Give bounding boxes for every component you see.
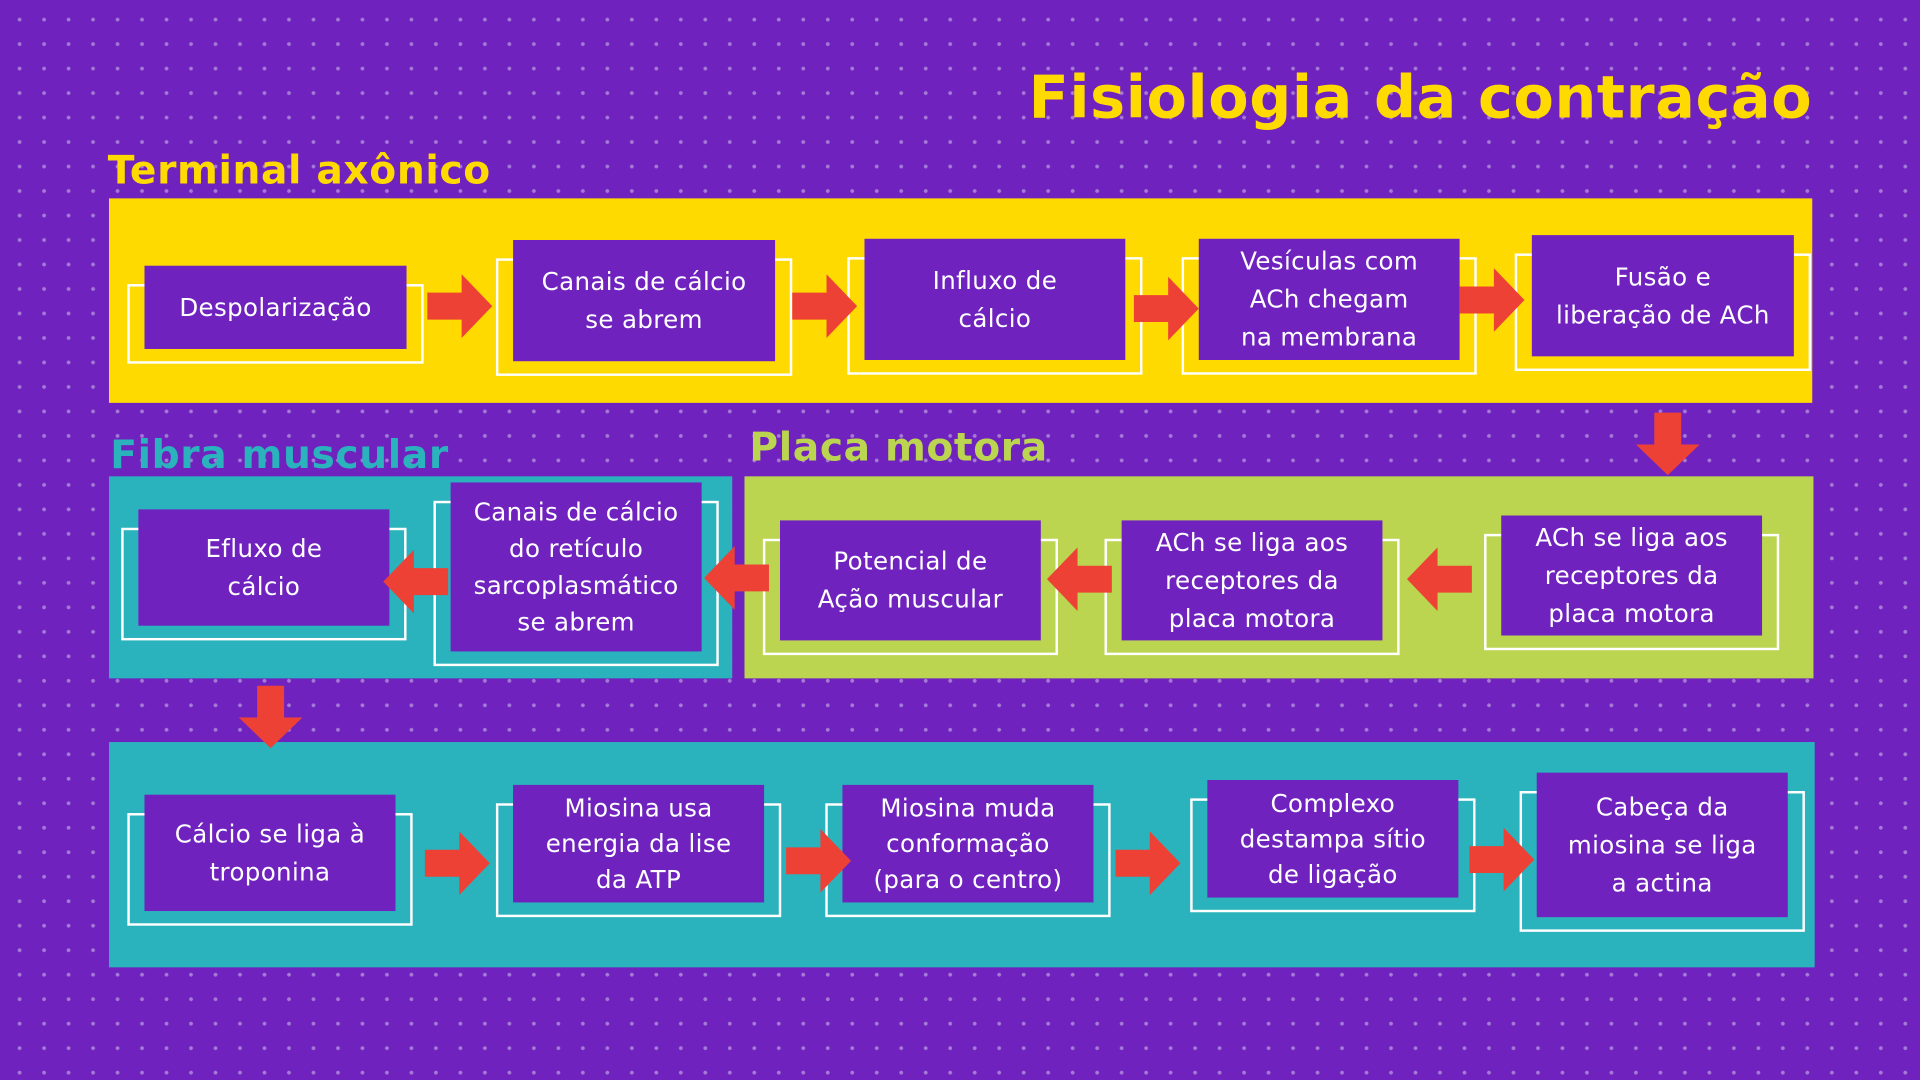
arrow-right-icon <box>1115 831 1181 896</box>
step-cabeca-miosina: Cabeça da miosina se liga a actina <box>1519 772 1805 932</box>
step-fusao: Fusão e liberação de ACh <box>1514 235 1812 372</box>
arrow-down-icon <box>1635 412 1700 476</box>
arrow-right-icon <box>792 274 858 338</box>
step-canais-calcio: Canais de cálcio se abrem <box>495 240 793 376</box>
step-calcio-troponina: Cálcio se liga à troponina <box>127 794 413 926</box>
arrow-right-icon <box>1133 276 1199 341</box>
arrow-left-icon <box>1406 547 1472 612</box>
section-label-fibra: Fibra muscular <box>110 431 449 478</box>
arrow-down-icon <box>238 685 303 749</box>
step-despolarizacao: Despolarização <box>127 265 424 364</box>
step-potencial-acao: Potencial de Ação muscular <box>762 520 1058 656</box>
section-label-placa: Placa motora <box>749 423 1048 471</box>
step-miosina-conformacao: Miosina muda conformação (para o centro) <box>825 784 1111 918</box>
arrow-right-icon <box>427 274 493 338</box>
step-efluxo-calcio: Efluxo de cálcio <box>121 509 407 641</box>
step-miosina-atp: Miosina usa energia da lise da ATP <box>495 784 782 918</box>
section-label-terminal: Terminal axônico <box>107 146 491 194</box>
main-title: Fisiologia da contração <box>1028 63 1813 133</box>
arrow-right-icon <box>1459 268 1525 332</box>
arrow-left-icon <box>704 546 769 610</box>
step-vesiculas: Vesículas com ACh chegam na membrana <box>1181 238 1477 375</box>
step-complexo: Complexo destampa sítio de ligação <box>1190 780 1476 913</box>
arrow-right-icon <box>1469 827 1535 892</box>
step-influxo-calcio: Influxo de cálcio <box>847 238 1143 375</box>
step-canais-reticulo: Canais de cálcio do retículo sarcoplasmá… <box>433 482 719 667</box>
step-ach-receptores-2: ACh se liga aos receptores da placa moto… <box>1104 520 1400 656</box>
arrow-right-icon <box>786 828 852 893</box>
arrow-left-icon <box>1046 547 1112 612</box>
arrow-right-icon <box>424 831 490 896</box>
step-ach-receptores-1: ACh se liga aos receptores da placa moto… <box>1484 515 1780 651</box>
arrow-left-icon <box>383 549 449 614</box>
